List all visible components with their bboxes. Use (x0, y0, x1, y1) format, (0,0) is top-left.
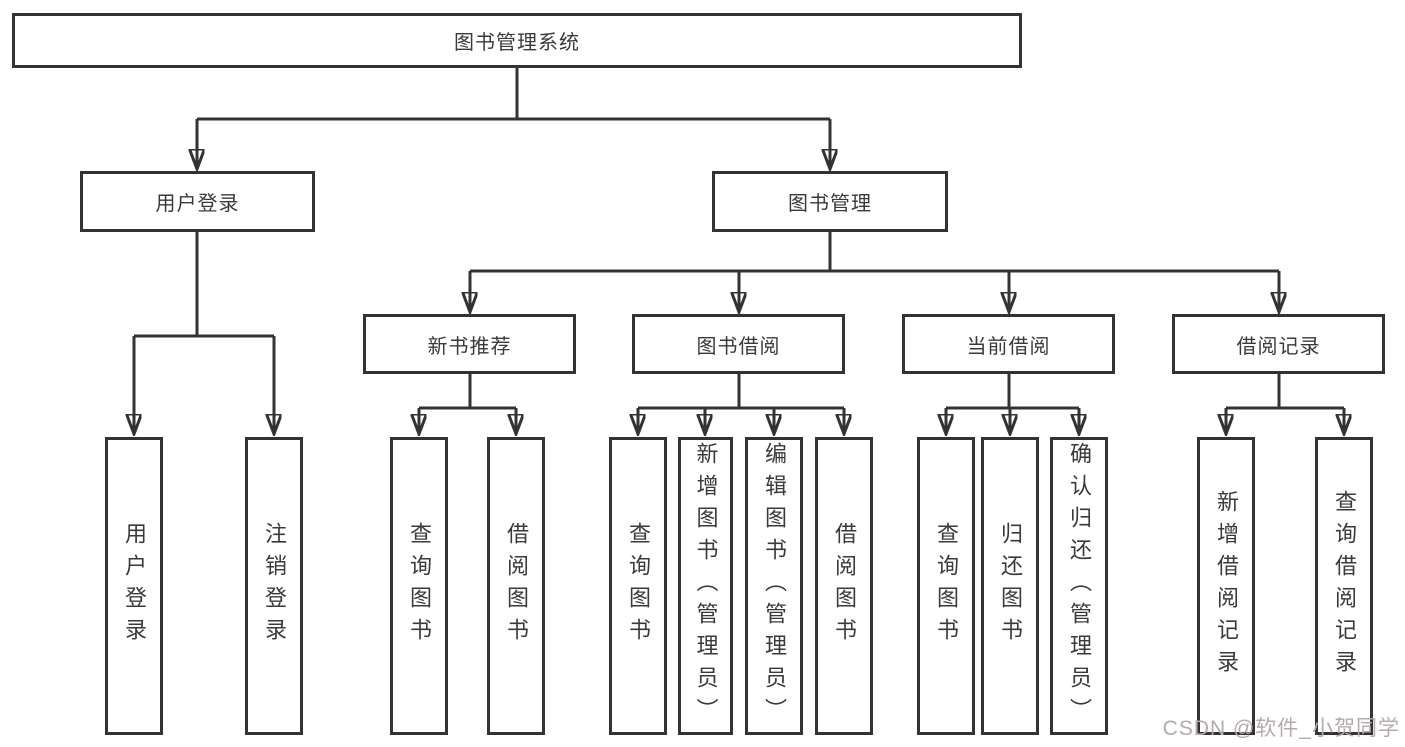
leaf-label: 编辑图书（管理员） (762, 442, 787, 730)
node-leaf-confirm-return-admin: 确认归还（管理员） (1050, 437, 1108, 735)
node-user-login: 用户登录 (80, 171, 315, 232)
leaf-label: 归还图书 (998, 522, 1023, 650)
node-leaf-add-borrow-record: 新增借阅记录 (1197, 437, 1255, 735)
leaf-label: 借阅图书 (832, 522, 857, 650)
node-leaf-logout: 注销登录 (245, 437, 303, 735)
leaf-label: 查询借阅记录 (1332, 490, 1357, 682)
node-book-borrow: 图书借阅 (632, 314, 845, 374)
connector-current-borrow-to-leaves (946, 374, 1079, 434)
leaf-label: 借阅图书 (504, 522, 529, 650)
connector-root-to-level2 (197, 68, 830, 169)
node-leaf-borrow-books-2: 借阅图书 (815, 437, 873, 735)
leaf-label: 确认归还（管理员） (1067, 442, 1092, 730)
node-leaf-edit-books-admin: 编辑图书（管理员） (745, 437, 803, 735)
leaf-label: 注销登录 (262, 522, 287, 650)
node-leaf-return-books: 归还图书 (981, 437, 1039, 735)
node-leaf-query-books-2: 查询图书 (609, 437, 667, 735)
connector-new-books-to-leaves (419, 374, 516, 434)
leaf-label: 查询图书 (407, 522, 432, 650)
node-borrow-records: 借阅记录 (1172, 314, 1385, 374)
node-system-root: 图书管理系统 (12, 13, 1022, 68)
connector-book-borrow-to-leaves (638, 374, 844, 434)
node-leaf-query-books-1: 查询图书 (390, 437, 448, 735)
node-new-book-recommend: 新书推荐 (363, 314, 576, 374)
leaf-label: 查询图书 (626, 522, 651, 650)
connector-book-management-to-modules (470, 232, 1279, 312)
node-leaf-query-books-3: 查询图书 (917, 437, 975, 735)
leaf-label: 新增图书（管理员） (693, 442, 719, 730)
leaf-label: 新增借阅记录 (1214, 490, 1239, 682)
node-book-management: 图书管理 (712, 171, 948, 232)
connector-borrow-records-to-leaves (1226, 374, 1344, 434)
leaf-label: 查询图书 (934, 522, 959, 650)
node-leaf-query-borrow-record: 查询借阅记录 (1315, 437, 1373, 735)
node-current-borrow: 当前借阅 (902, 314, 1115, 374)
connector-user-login-to-leaves (134, 232, 274, 434)
node-leaf-borrow-books-1: 借阅图书 (487, 437, 545, 735)
node-leaf-user-login: 用户登录 (105, 437, 163, 735)
leaf-label: 用户登录 (122, 522, 147, 650)
node-leaf-add-books-admin: 新增图书（管理员） (678, 437, 733, 735)
